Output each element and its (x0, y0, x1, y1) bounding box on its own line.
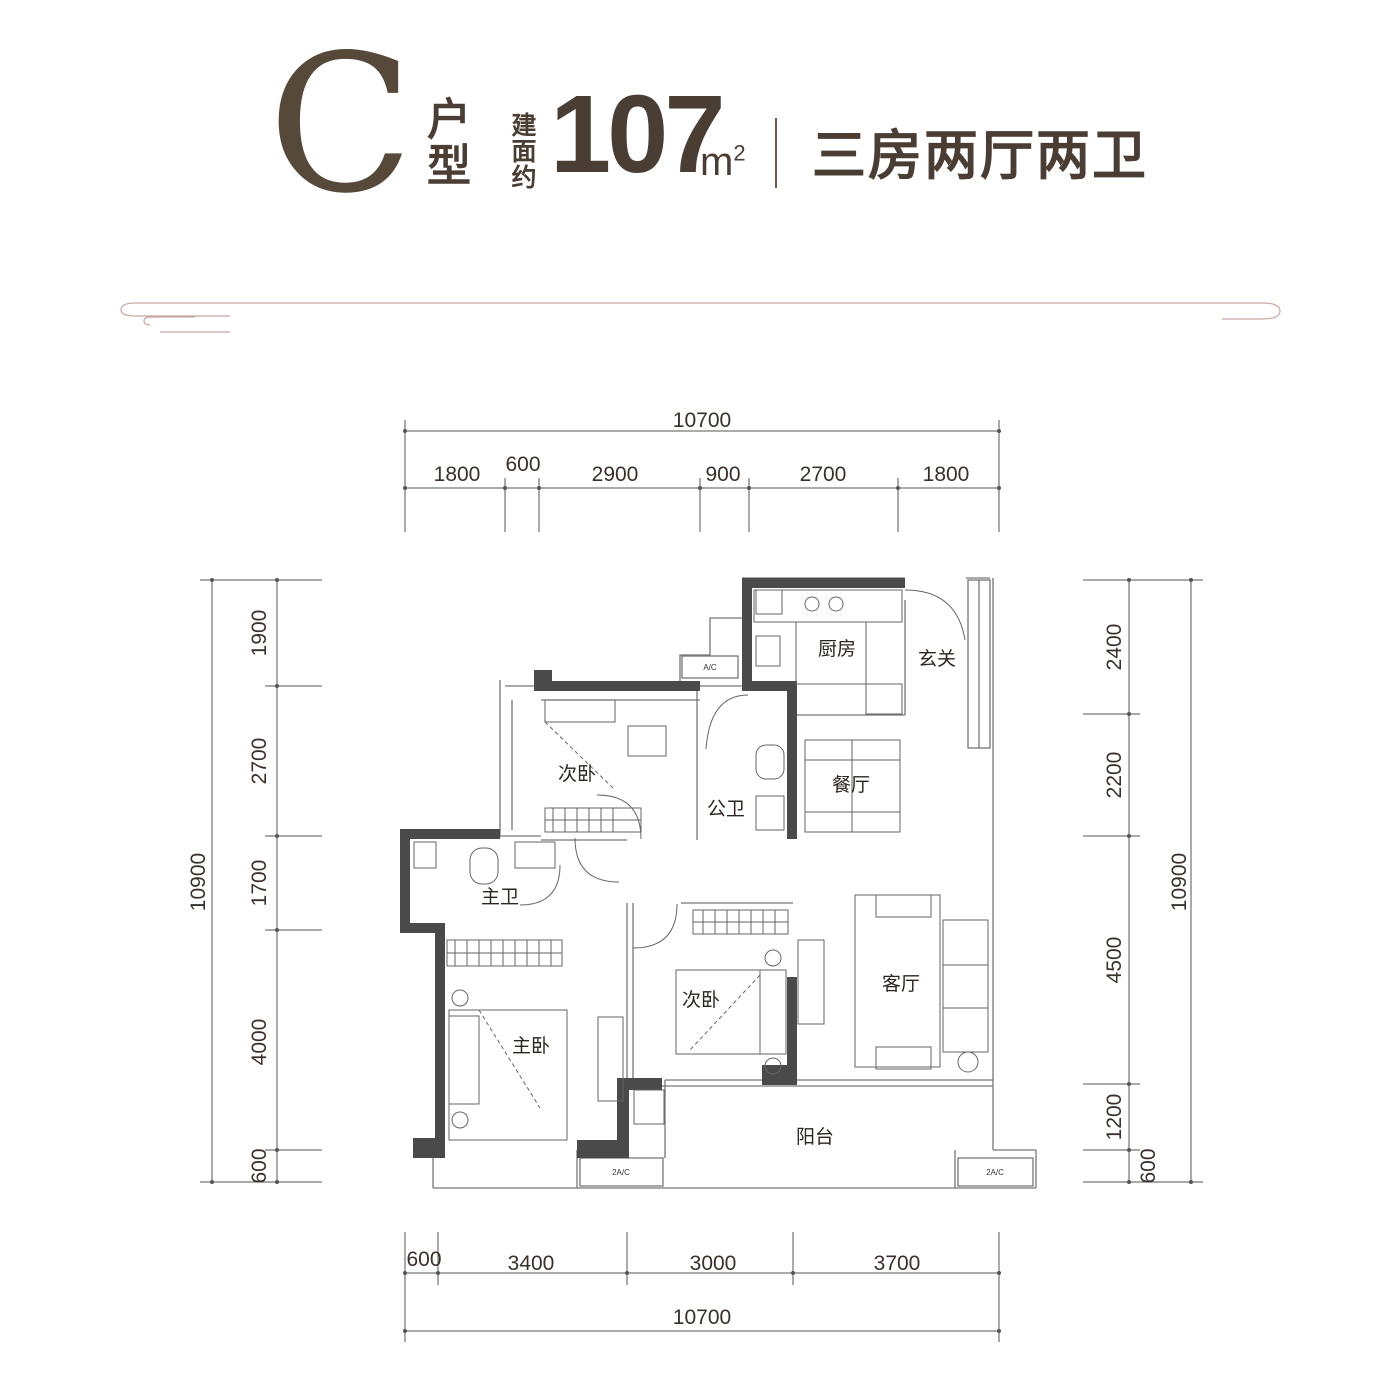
room-label-foyer: 玄关 (918, 648, 956, 670)
dim-bottom-segment: 3700 (874, 1252, 921, 1275)
area-unit: m2 (700, 140, 746, 185)
dim-left-total: 10900 (187, 853, 210, 911)
area-label: 建面约 (508, 112, 537, 190)
dim-right-total: 10900 (1168, 853, 1191, 911)
dim-right-segment: 2400 (1103, 624, 1126, 671)
dim-right-segment: 600 (1137, 1148, 1160, 1183)
dim-left-segment: 1700 (248, 860, 271, 907)
ac-unit-label: A/C (703, 663, 717, 672)
dim-left-segment: 1900 (248, 610, 271, 657)
furniture (413, 589, 989, 1141)
plan-thick-walls (400, 578, 905, 1158)
plan-thin-walls (407, 577, 1037, 1189)
dim-top-segment: 2900 (592, 463, 639, 486)
header-divider (775, 118, 777, 188)
dim-bottom-segment: 600 (406, 1248, 441, 1271)
dim-right-segment: 1200 (1103, 1094, 1126, 1141)
room-label-bedroom: 次卧 (682, 989, 720, 1011)
dim-top-segment: 1800 (434, 463, 481, 486)
dim-left-segment: 600 (248, 1148, 271, 1183)
dim-top-total: 10700 (673, 409, 731, 432)
room-label-kitchen: 厨房 (818, 638, 856, 660)
dim-top-segment: 2700 (800, 463, 847, 486)
dim-bottom-segment: 3400 (508, 1252, 555, 1275)
unit-type-letter: C (268, 14, 414, 235)
room-label-dining: 餐厅 (832, 774, 870, 796)
room-label-bedroom: 次卧 (558, 763, 596, 785)
room-label-public-bath: 公卫 (707, 798, 745, 820)
room-label-balcony: 阳台 (796, 1126, 834, 1148)
layout-title: 三房两厅两卫 (812, 124, 1148, 187)
ornament-divider (120, 302, 1281, 333)
room-label-living-room: 客厅 (882, 973, 920, 995)
area-unit-superscript: 2 (733, 140, 746, 166)
dim-bottom-total: 10700 (673, 1306, 731, 1329)
dim-right-segment: 4500 (1103, 937, 1126, 984)
dim-left-segment: 4000 (248, 1019, 271, 1066)
dim-right-segment: 2200 (1103, 752, 1126, 799)
dimension-lines (200, 420, 1203, 1342)
dim-left-segment: 2700 (248, 738, 271, 785)
dim-top-segment: 1800 (923, 463, 970, 486)
ac-unit-label: 2A/C (612, 1168, 630, 1177)
unit-type-label: 户型 (419, 96, 470, 188)
room-label-master-bath: 主卫 (481, 886, 519, 908)
room-label-master-bedroom: 主卧 (512, 1035, 550, 1057)
dim-top-segment: 900 (705, 463, 740, 486)
dim-top-segment: 600 (505, 453, 540, 476)
area-unit-base: m (700, 140, 734, 184)
area-number: 107 (550, 73, 726, 196)
dim-bottom-segment: 3000 (690, 1252, 737, 1275)
ac-unit-label: 2A/C (986, 1168, 1004, 1177)
dimension-ticks (210, 429, 1193, 1333)
